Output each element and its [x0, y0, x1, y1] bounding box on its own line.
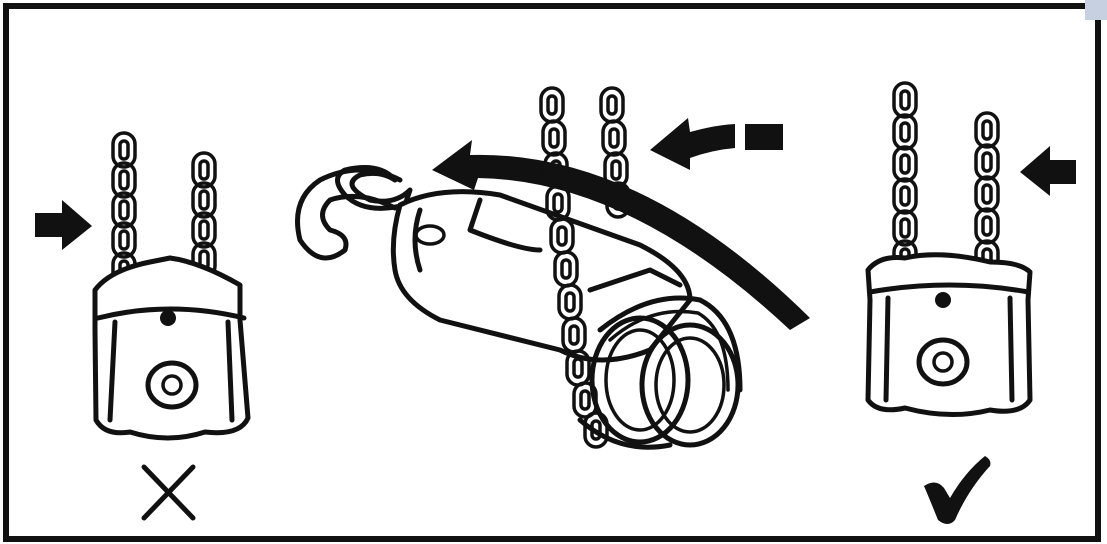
right-hole-dot	[935, 292, 951, 308]
right-chain-1	[892, 81, 918, 277]
tangled-chain	[577, 295, 743, 450]
left-hoist-body	[92, 255, 251, 441]
right-hoist-correct	[865, 81, 1076, 524]
cross-icon	[141, 464, 196, 521]
left-hoist-incorrect	[35, 131, 251, 521]
rotation-arrow-icon	[432, 140, 810, 330]
middle-twisted-hoist	[295, 86, 810, 450]
left-chain-1	[111, 131, 137, 289]
checkmark-icon	[924, 456, 991, 524]
right-hoist-body	[865, 252, 1033, 417]
dashed-arrow-icon	[650, 118, 735, 170]
dashed-arrow-tail	[745, 124, 783, 150]
diagram-border	[3, 3, 1101, 542]
corner-tab	[1085, 0, 1107, 20]
right-arrow-icon	[1020, 146, 1076, 196]
left-hole-dot	[160, 310, 176, 326]
right-chain-2	[974, 111, 1000, 277]
left-arrow-icon	[35, 200, 92, 250]
